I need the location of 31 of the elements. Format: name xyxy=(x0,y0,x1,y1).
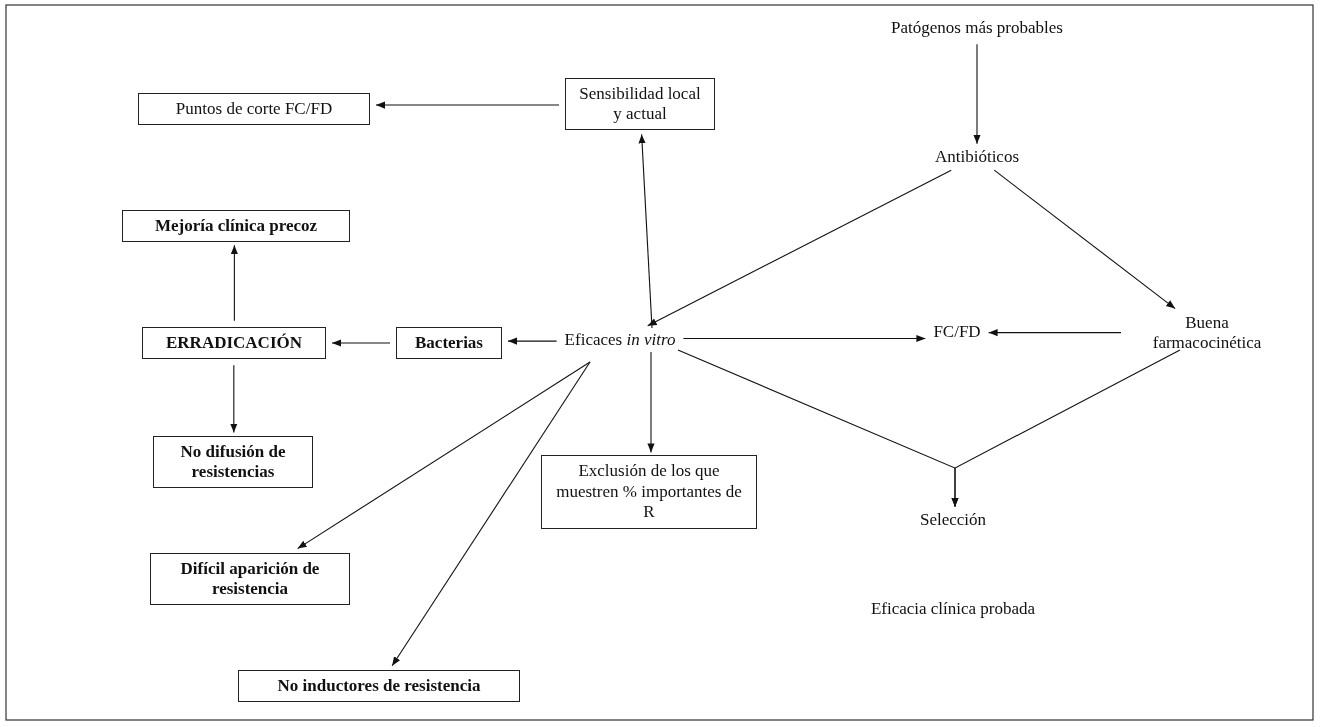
arrow xyxy=(951,349,1181,508)
note-text: Eficacia clínica probada xyxy=(870,599,1036,619)
arrow xyxy=(647,169,952,327)
arrow xyxy=(230,244,238,322)
arrow xyxy=(988,329,1122,337)
arrow xyxy=(391,361,591,667)
arrow xyxy=(375,101,560,109)
arrow xyxy=(682,334,926,343)
process-box: No inductores de resistencia xyxy=(238,669,520,703)
arrow xyxy=(230,364,238,434)
arrow xyxy=(993,169,1176,310)
node-text: Eficaces in vitro xyxy=(562,329,678,351)
process-box: Puntos de corte FC/FD xyxy=(138,92,370,126)
arrow xyxy=(331,339,391,347)
node-text: Patógenos más probables xyxy=(889,17,1065,39)
process-box: Sensibilidad local y actual xyxy=(565,77,715,131)
process-box: Bacterias xyxy=(396,326,502,360)
process-box: Mejoría clínica precoz xyxy=(122,209,350,243)
process-box: Difícil aparición de resistencia xyxy=(150,552,350,606)
arrow xyxy=(973,43,981,145)
node-text: FC/FD xyxy=(931,321,983,343)
arrow xyxy=(647,351,655,453)
arrow xyxy=(638,133,653,329)
process-box: No difusión de resistencias xyxy=(153,435,313,489)
process-box: Exclusión de los que muestren % importantes de R xyxy=(541,455,757,529)
node-text: Selección xyxy=(917,509,989,531)
node-text: Buena farmacocinética xyxy=(1127,312,1287,354)
node-text: Antibióticos xyxy=(932,146,1022,168)
process-box: ERRADICACIÓN xyxy=(142,326,326,360)
arrow xyxy=(507,337,558,345)
arrow xyxy=(297,361,591,550)
